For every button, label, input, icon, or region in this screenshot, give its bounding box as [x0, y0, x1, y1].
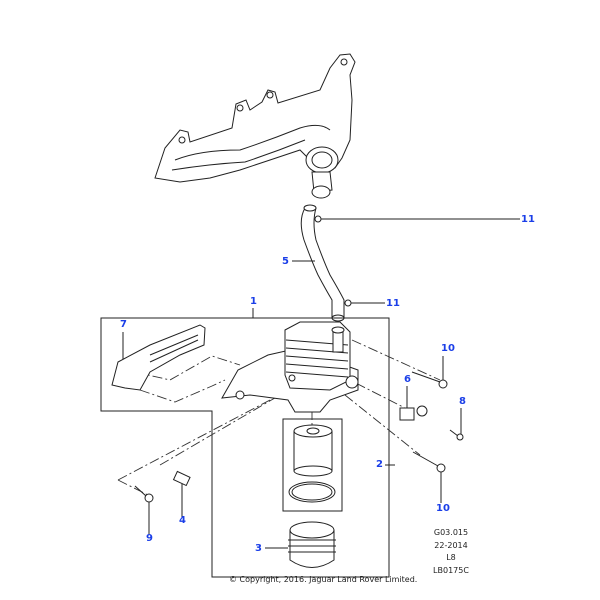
callout-1[interactable]: 1: [250, 296, 257, 307]
callout-10-upper[interactable]: 10: [441, 343, 455, 354]
filter-cap: [288, 521, 336, 568]
gasket: [111, 324, 206, 391]
fasteners: [134, 371, 464, 503]
hose: [300, 204, 352, 322]
callout-7[interactable]: 7: [120, 319, 127, 330]
oil-cooler-housing: [221, 321, 359, 413]
callout-10-lower[interactable]: 10: [436, 503, 450, 514]
diagram-date: 22-2014: [434, 541, 468, 550]
reference-code: LB0175C: [433, 566, 469, 575]
copyright: © Copyright, 2016. Jaguar Land Rover Lim…: [229, 575, 418, 584]
diagram-code: G03.015: [433, 528, 469, 537]
callout-6[interactable]: 6: [404, 374, 411, 385]
filter-kit-box: [282, 418, 343, 512]
model-code: L8: [446, 553, 456, 562]
callout-2[interactable]: 2: [376, 459, 383, 470]
assembly-bracket-box: [100, 317, 390, 578]
callout-9[interactable]: 9: [146, 533, 153, 544]
filter-element: [288, 424, 336, 503]
callout-11-lower[interactable]: 11: [386, 298, 400, 309]
manifold: [154, 53, 356, 199]
assembly-lines: [117, 339, 441, 496]
callout-3[interactable]: 3: [255, 543, 262, 554]
callout-8[interactable]: 8: [459, 396, 466, 407]
callout-4[interactable]: 4: [179, 515, 186, 526]
callout-5[interactable]: 5: [282, 256, 289, 267]
callout-11-upper[interactable]: 11: [521, 214, 535, 225]
leader-lines: [122, 218, 520, 549]
